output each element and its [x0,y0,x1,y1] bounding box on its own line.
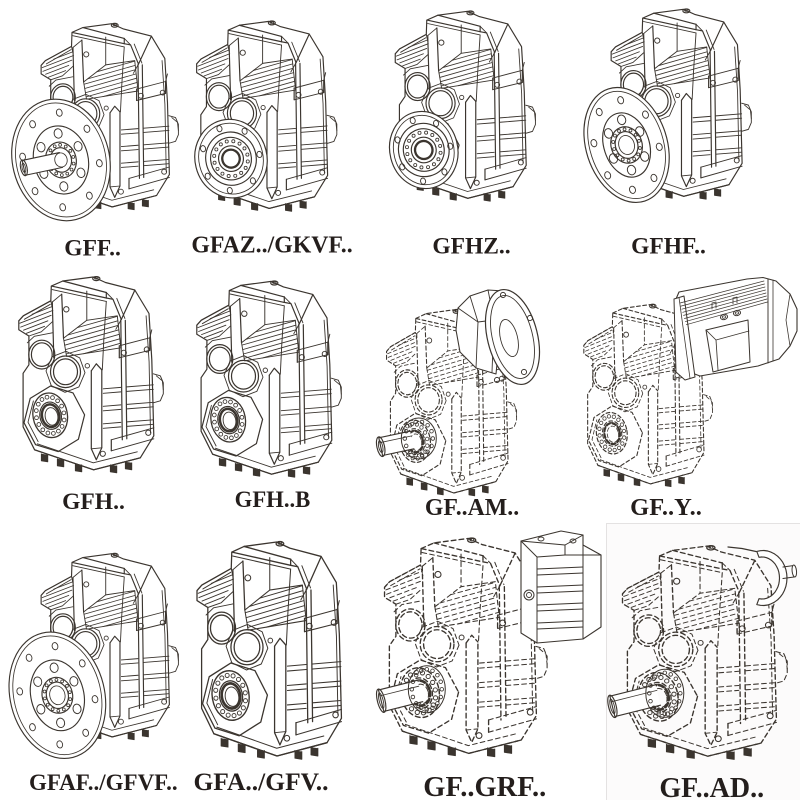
svg-text:GF..AM..: GF..AM.. [425,495,519,521]
svg-text:GFAZ../GKVF..: GFAZ../GKVF.. [191,233,352,259]
svg-text:GFH..B: GFH..B [235,487,311,512]
svg-text:GFA../GFV..: GFA../GFV.. [193,767,328,796]
svg-text:GFF..: GFF.. [64,236,121,262]
svg-text:GFHF..: GFHF.. [631,234,706,260]
svg-text:GF..AD..: GF..AD.. [659,773,764,800]
svg-text:GFAF../GFVF..: GFAF../GFVF.. [29,770,178,795]
svg-text:GF..GRF..: GF..GRF.. [423,772,546,800]
svg-text:GF..Y..: GF..Y.. [630,494,702,521]
svg-text:GFH..: GFH.. [62,489,125,515]
svg-text:GFHZ..: GFHZ.. [432,234,510,260]
